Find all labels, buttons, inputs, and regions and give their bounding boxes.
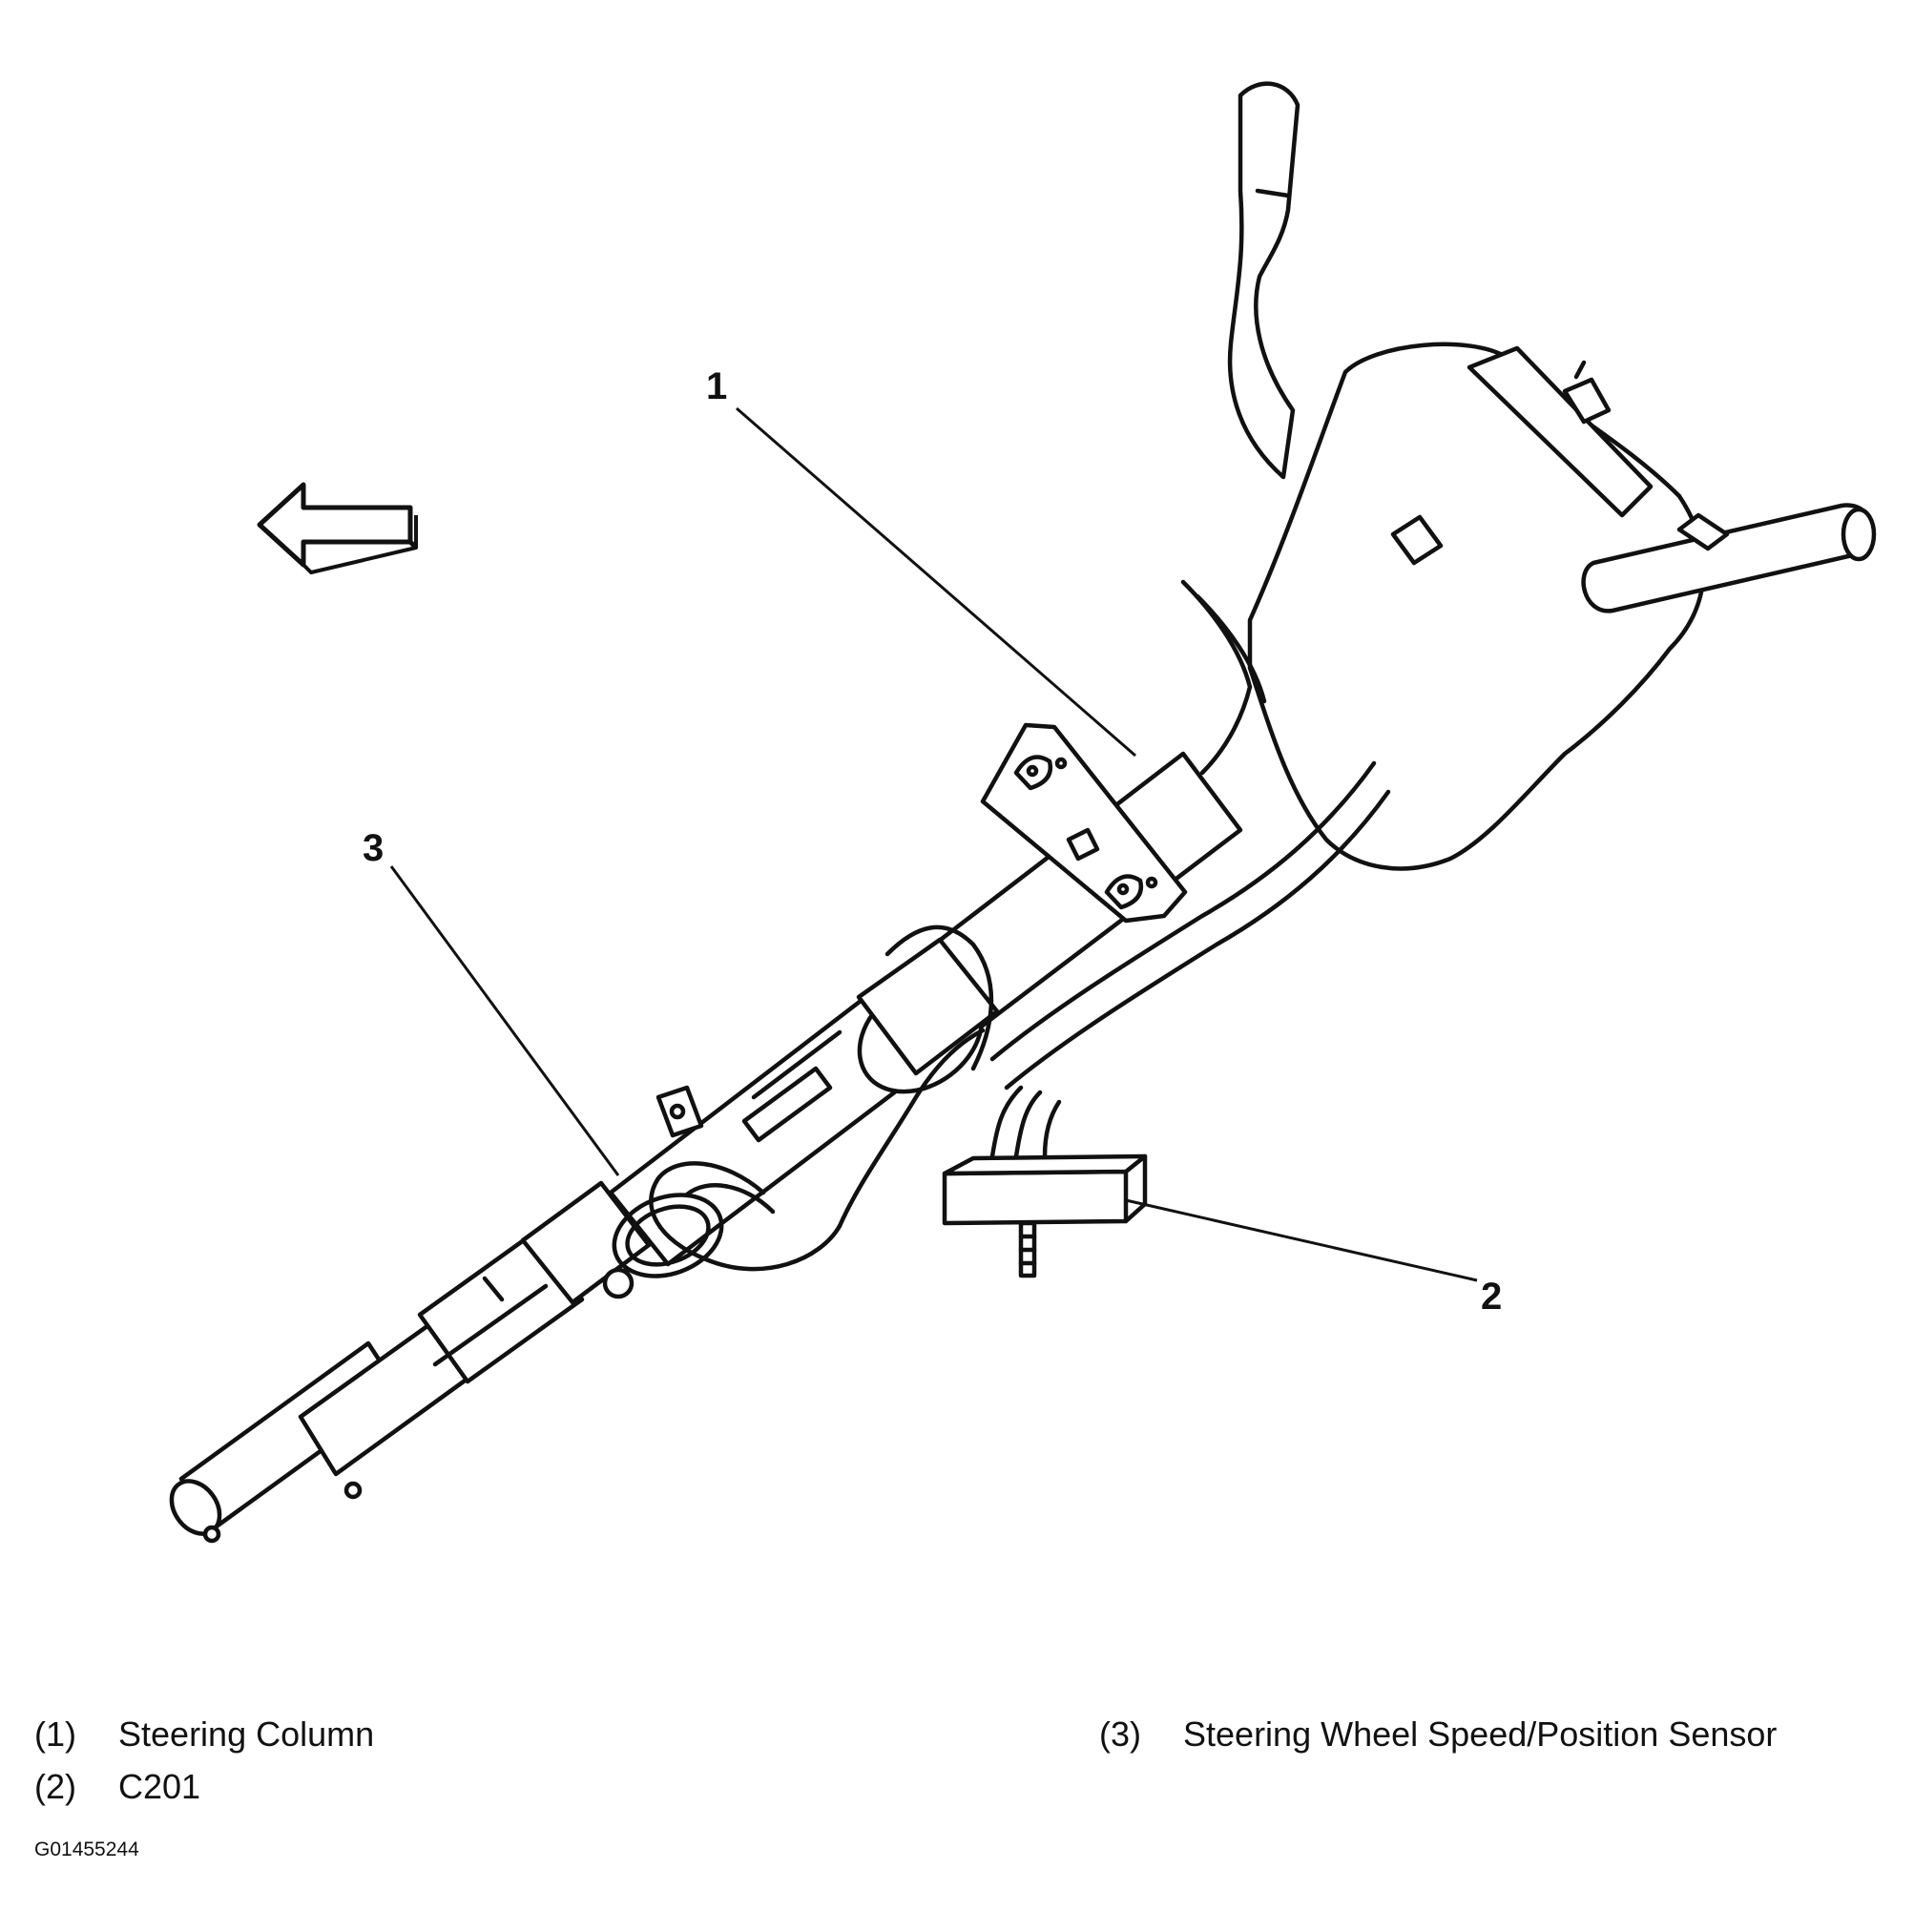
callout-3: 3 xyxy=(363,827,384,869)
legend-label: C201 xyxy=(118,1767,201,1806)
steering-column-illustration xyxy=(169,81,1877,1544)
mounting-bracket xyxy=(980,722,1188,924)
legend-number: (2) xyxy=(34,1767,76,1806)
legend-label: Steering Column xyxy=(118,1714,375,1754)
leader-line-2 xyxy=(1125,1198,1478,1282)
leader-line-3 xyxy=(389,865,620,1176)
callout-2: 2 xyxy=(1481,1276,1502,1318)
legend-item-steering-wheel-sensor: (3) Steering Wheel Speed/Position Sensor xyxy=(1099,1717,1777,1752)
callout-1: 1 xyxy=(706,365,727,407)
leader-line-1 xyxy=(736,406,1136,758)
sensor-housing xyxy=(856,937,1000,1094)
connector-c201 xyxy=(942,1085,1148,1278)
leader-lines xyxy=(389,406,1478,1282)
legend-item-c201: (2) C201 xyxy=(34,1770,200,1804)
upper-housing xyxy=(1247,342,1706,871)
figure-id: G01455244 xyxy=(34,1839,139,1860)
legend-label: Steering Wheel Speed/Position Sensor xyxy=(1183,1714,1778,1754)
legend-number: (1) xyxy=(34,1714,76,1754)
wiring-harness xyxy=(649,579,1391,1272)
legend-item-steering-column: (1) Steering Column xyxy=(34,1717,374,1752)
left-arrow-icon xyxy=(257,482,418,574)
wiper-lever xyxy=(1581,503,1877,613)
lower-shaft xyxy=(169,1180,652,1544)
legend-number: (3) xyxy=(1099,1714,1141,1754)
turn-signal-lever xyxy=(1227,81,1300,480)
sensor-ring xyxy=(612,1085,724,1278)
